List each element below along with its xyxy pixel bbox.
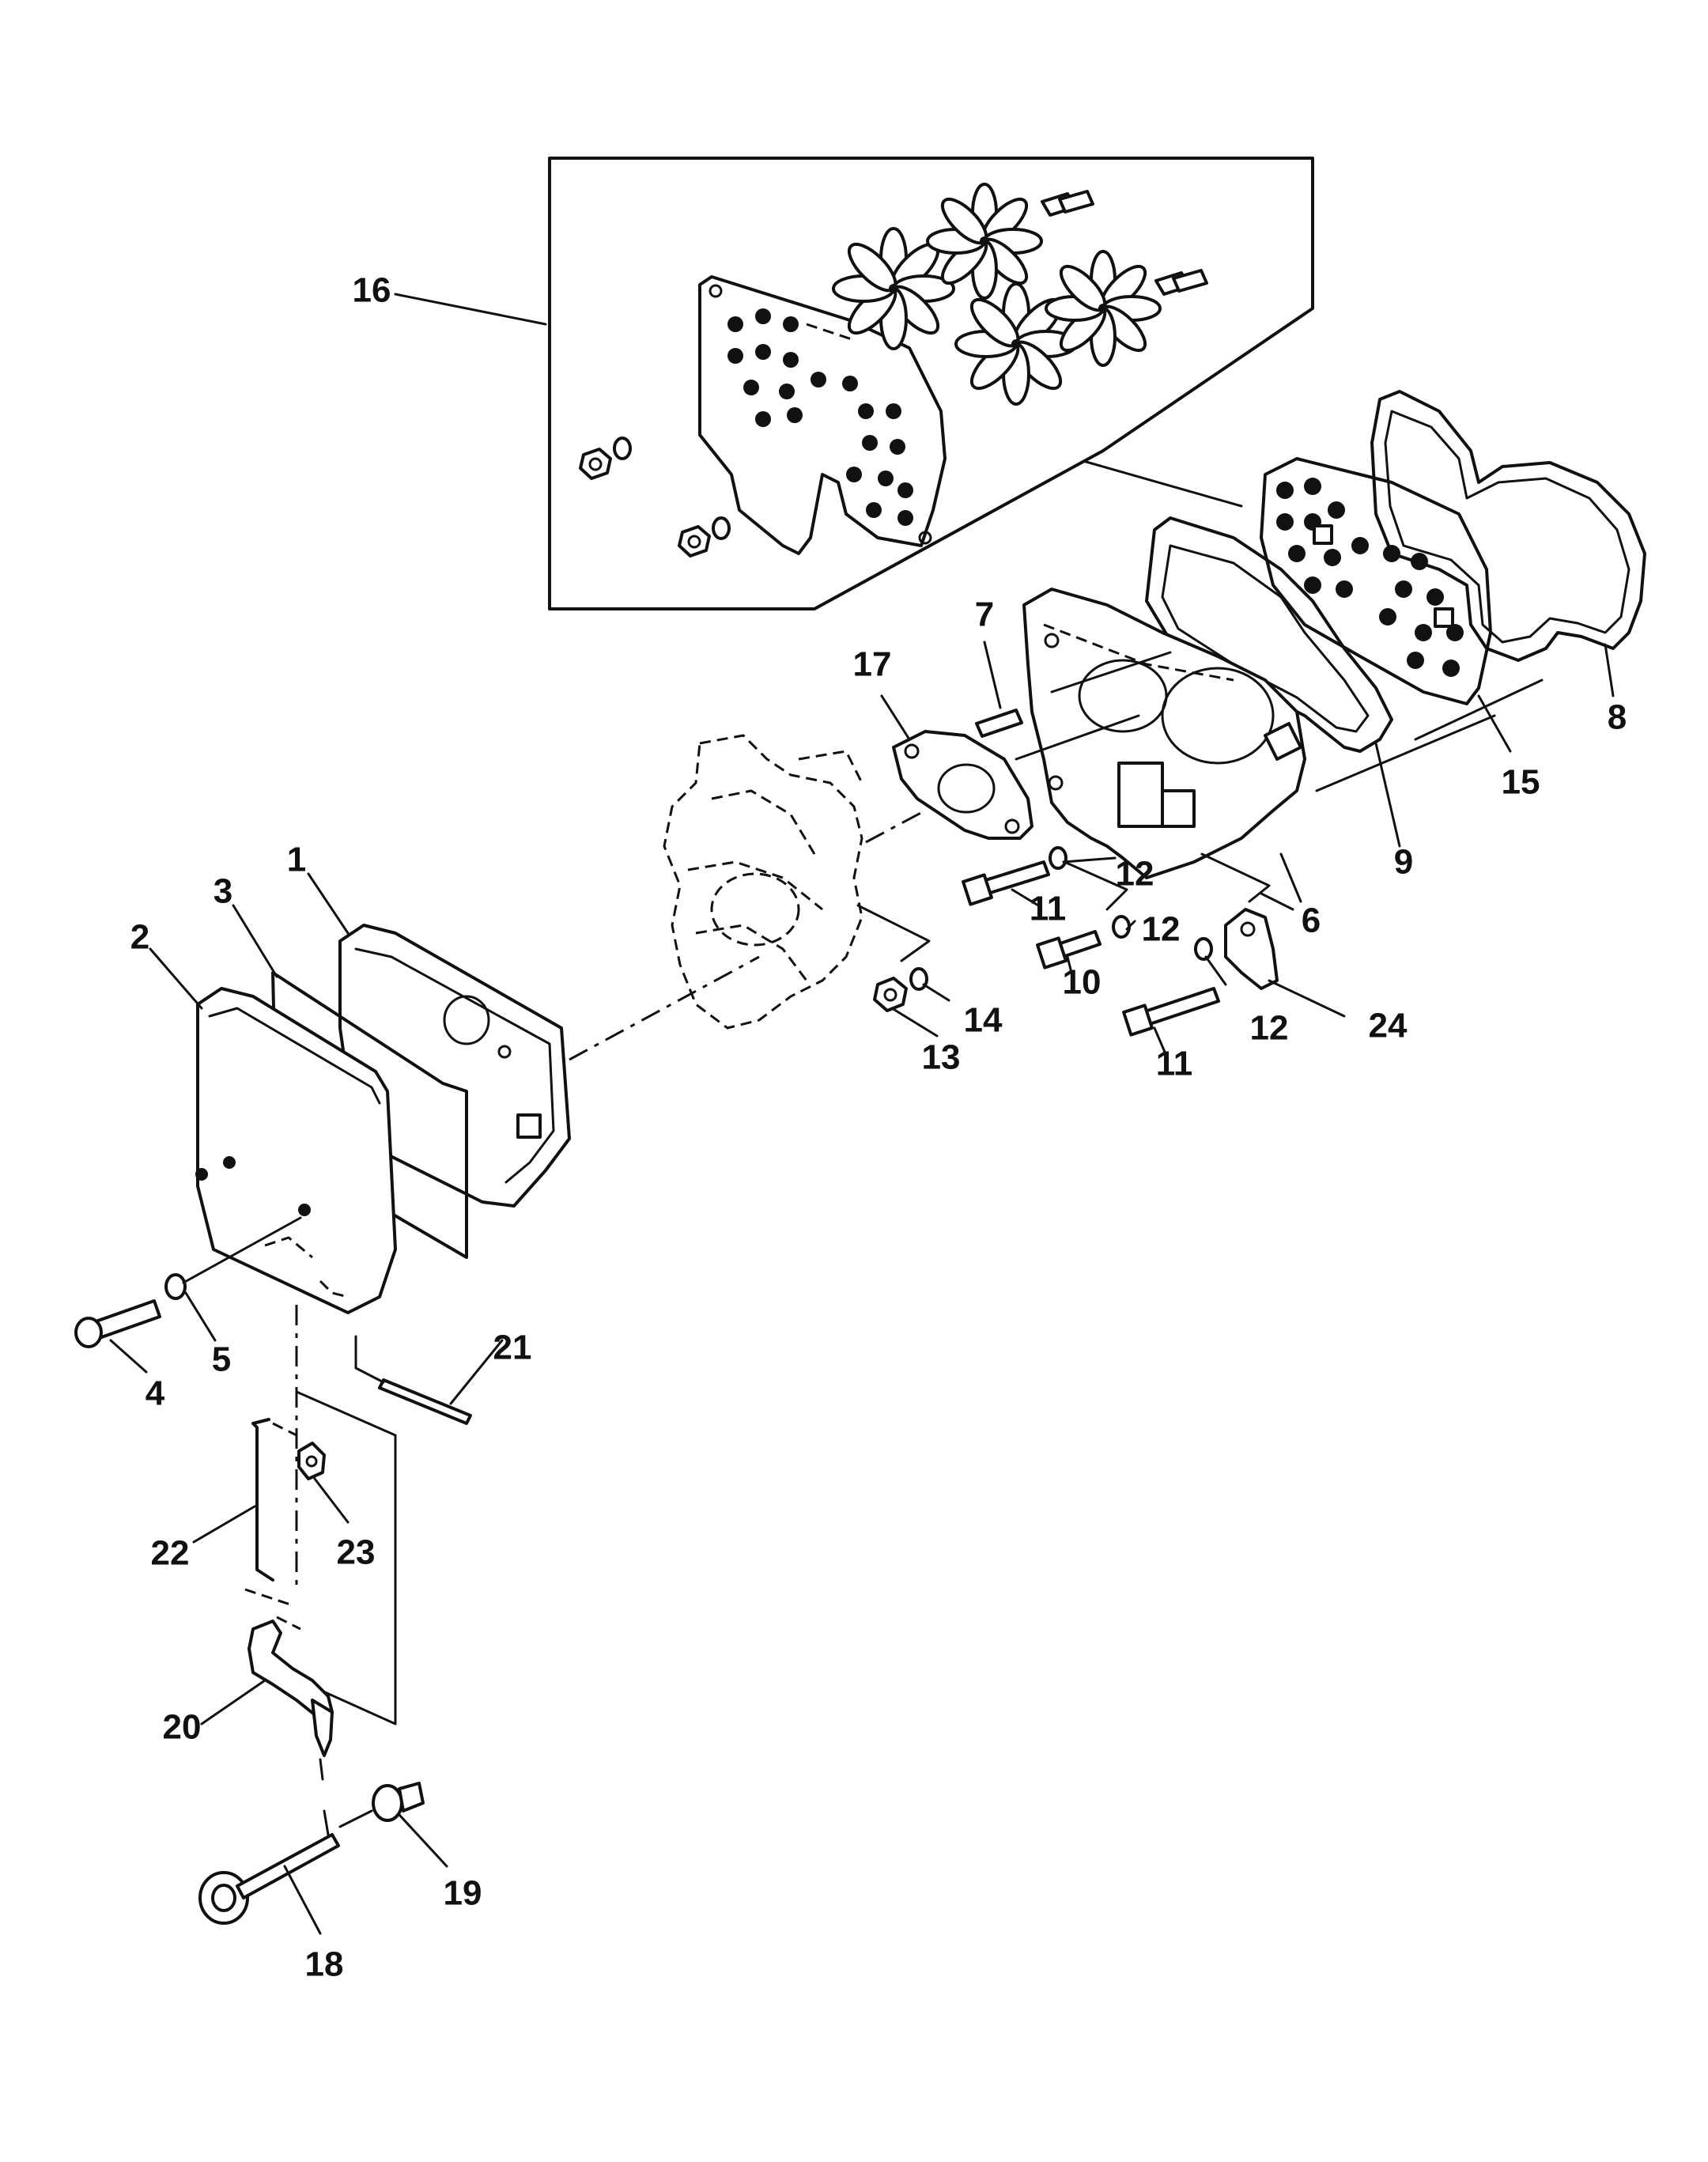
callout-12c: 12 [1250,1009,1289,1048]
reed-petals [832,183,1162,406]
callout-2: 2 [130,918,149,957]
nut-13-washer-14 [873,967,928,1012]
callout-11a: 11 [1030,890,1067,928]
silencer-cover-2 [195,987,397,1314]
inset-fasteners [579,190,1208,558]
callout-12a: 12 [1116,855,1154,894]
callout-8: 8 [1608,698,1627,737]
gasket-17 [892,730,1033,840]
clip-23 [297,1442,326,1480]
callout-22: 22 [151,1534,190,1573]
callout-6: 6 [1302,901,1321,940]
callout-16: 16 [353,271,391,310]
callout-21: 21 [493,1329,532,1367]
callout-labels: 16 7 17 1 3 2 11 12 12 11 10 12 24 6 9 1… [130,271,1627,1984]
leader-lines [109,293,1615,1935]
reed-plate-kit [698,275,947,555]
screw-4 [74,1216,302,1348]
callout-23: 23 [337,1533,376,1572]
silencer-base-1 [338,924,571,1208]
callout-11b: 11 [1156,1045,1193,1083]
center-lines [295,678,1544,1725]
callout-14: 14 [964,1001,1003,1040]
callout-9: 9 [1394,843,1413,882]
callout-10: 10 [1063,963,1102,1002]
pin-21 [354,1335,472,1425]
callout-3: 3 [214,872,232,911]
gasket-8 [1370,390,1646,662]
callout-7: 7 [975,595,994,634]
bushing-19 [338,1782,425,1828]
callout-13: 13 [922,1038,961,1077]
inset-kit-box [548,157,1314,610]
stud-7 [975,651,1172,761]
carburetor-phantom [663,734,863,1030]
callout-12b: 12 [1142,910,1181,949]
callout-20: 20 [163,1708,202,1747]
link-rod-22 [244,1418,301,1631]
screw-11-lower [1122,937,1220,1037]
callout-4: 4 [145,1374,165,1413]
callout-5: 5 [212,1340,231,1379]
callout-1: 1 [287,841,306,879]
callout-24: 24 [1369,1007,1408,1045]
lever-20 [248,1620,334,1781]
callout-17: 17 [853,645,892,684]
callout-18: 18 [305,1945,344,1984]
callout-19: 19 [444,1874,482,1913]
screw-11-upper [962,846,1068,906]
callout-15: 15 [1502,763,1540,802]
reed-block-housing-6 [1022,588,1306,879]
bracket-24 [1224,892,1294,990]
knob-18 [198,1809,340,1925]
